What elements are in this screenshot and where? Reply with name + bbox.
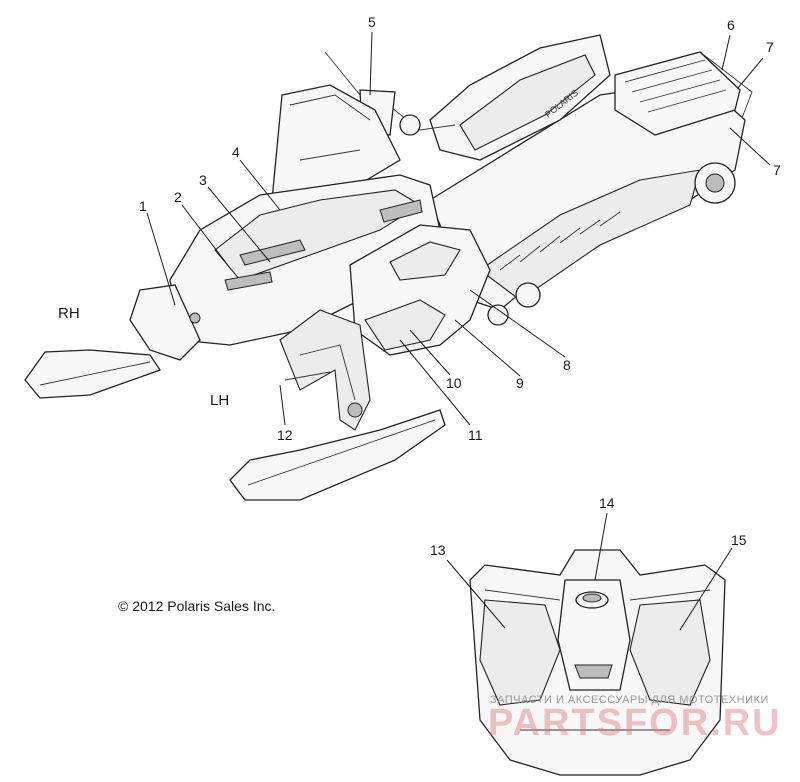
callout-7-top: 7	[766, 39, 774, 55]
callout-6: 6	[727, 17, 735, 33]
callout-8: 8	[563, 357, 571, 373]
right-hand-label: RH	[58, 305, 80, 322]
callout-15: 15	[731, 532, 747, 548]
copyright-notice: © 2012 Polaris Sales Inc.	[118, 598, 275, 614]
callout-numbers: 1 2 3 4 5 6 7 7 8 9 10 11 12 13 14 15	[139, 14, 781, 558]
watermark: ЗАПЧАСТИ И АКСЕССУАРЫ ДЛЯ МОТОТЕХНИКИ PA…	[488, 694, 782, 744]
callout-10: 10	[446, 375, 462, 391]
callout-1: 1	[139, 198, 147, 214]
callout-11: 11	[468, 427, 483, 443]
callout-12: 12	[277, 427, 293, 443]
watermark-tagline: ЗАПЧАСТИ И АКСЕССУАРЫ ДЛЯ МОТОТЕХНИКИ	[490, 694, 769, 706]
snowmobile-illustration	[24, 34, 753, 501]
hood-rear-view-illustration	[469, 549, 726, 776]
callout-5: 5	[368, 14, 376, 30]
callout-14: 14	[599, 495, 615, 511]
left-hand-label: LH	[210, 392, 229, 409]
callout-7-bottom: 7	[773, 162, 781, 178]
callout-3: 3	[199, 172, 207, 188]
callout-9: 9	[516, 375, 524, 391]
callout-13: 13	[430, 542, 446, 558]
leader-lines	[146, 31, 771, 631]
watermark-site: PARTSFOR.RU	[488, 702, 782, 744]
callout-2: 2	[174, 189, 182, 205]
callout-4: 4	[232, 144, 240, 160]
